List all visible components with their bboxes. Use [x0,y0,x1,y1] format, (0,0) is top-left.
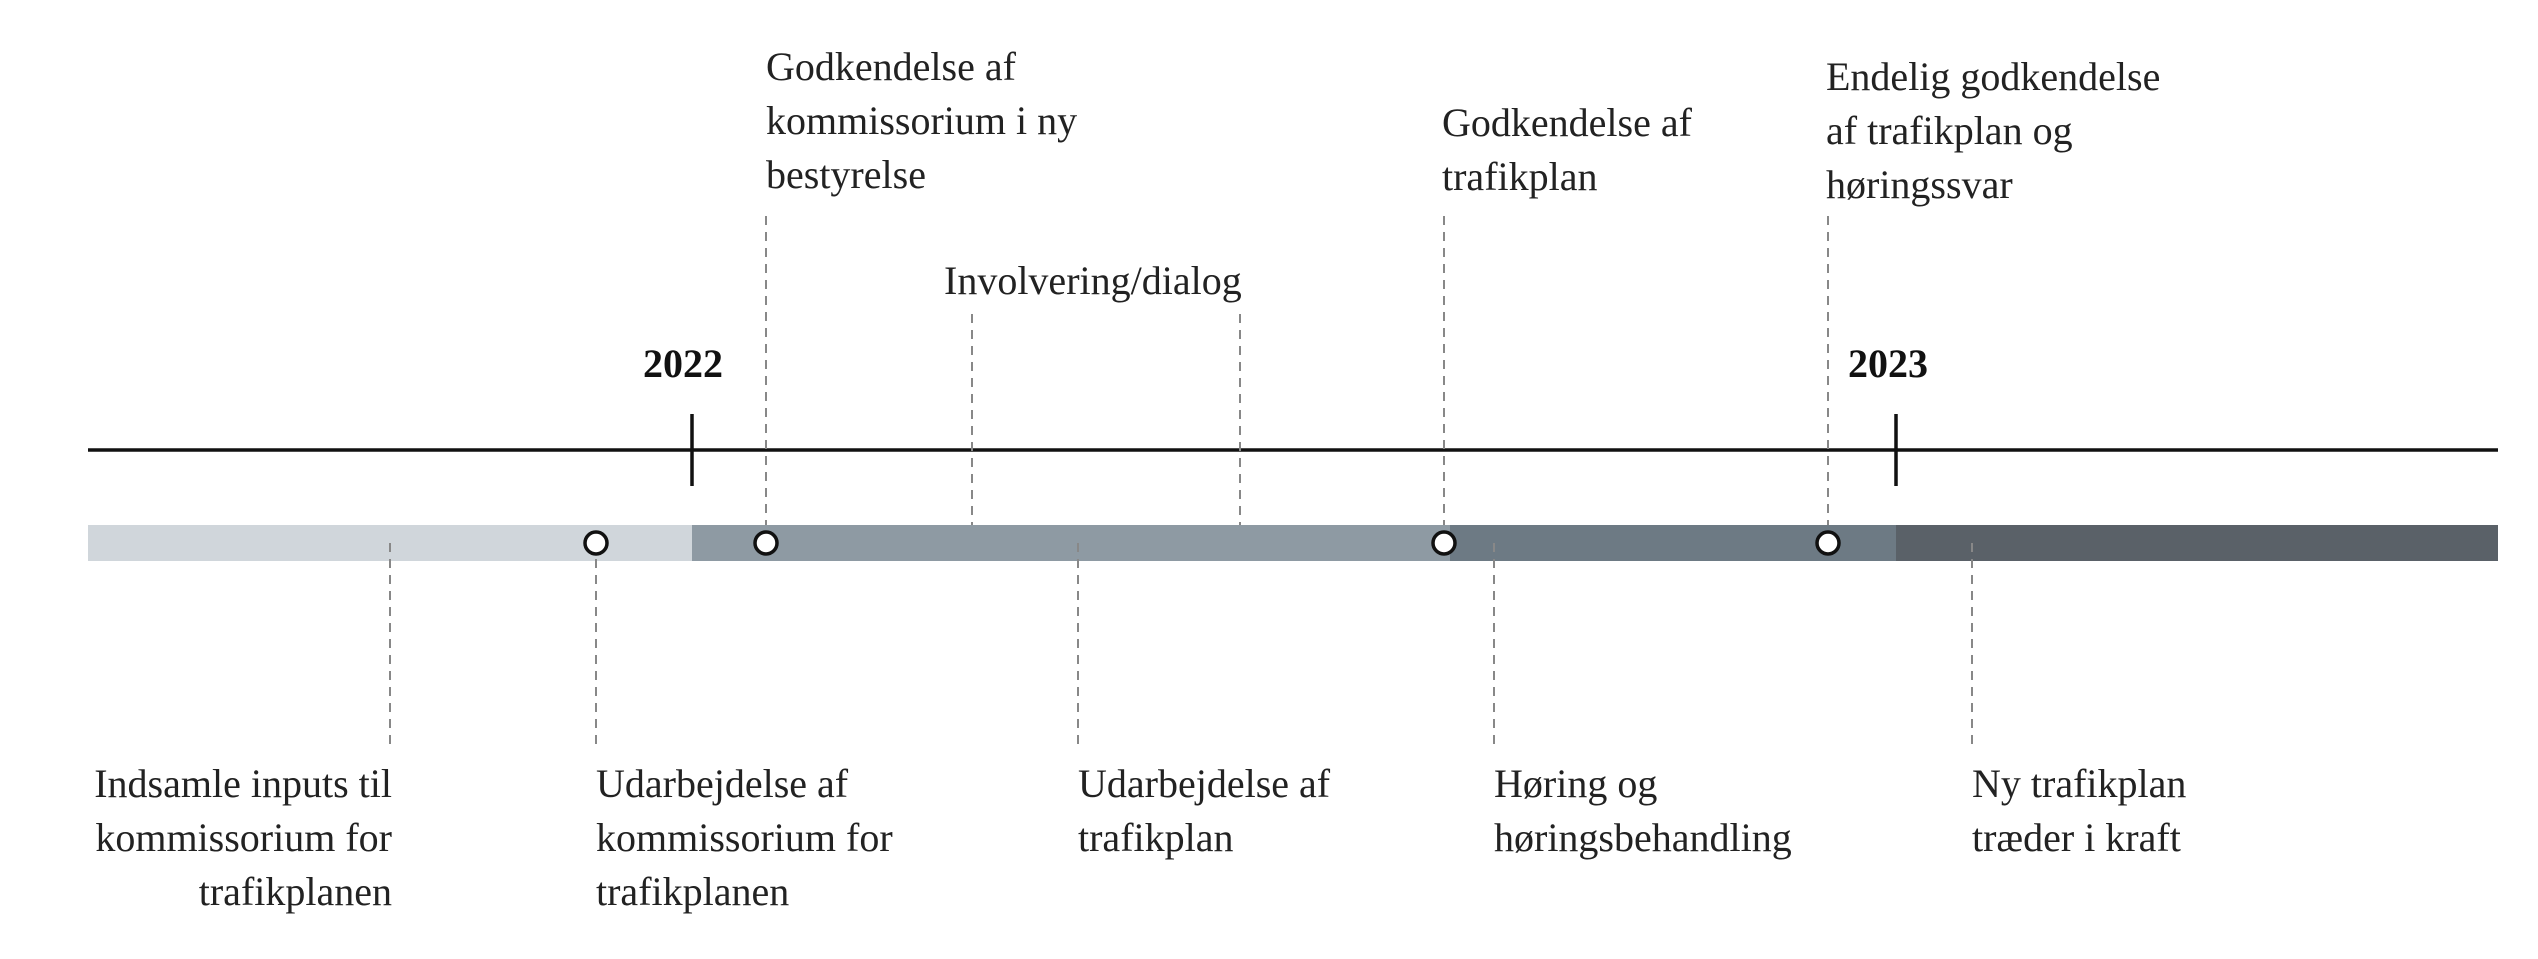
year-label-2022: 2022 [643,341,723,386]
milestone-label-trafikplan-godkendelse: Godkendelse af trafikplan [1442,100,1692,199]
milestone-marker-1 [583,530,609,556]
milestone-marker-4 [1815,530,1841,556]
year-label-2023: 2023 [1848,341,1928,386]
phase-label-ny-trafikplan: Ny trafikplan træder i kraft [1972,761,2187,860]
milestone-marker-3 [1431,530,1457,556]
phase-label-udarbejdelse-trafikplan: Udarbejdelse af trafikplan [1078,761,1331,860]
milestone-marker-2 [753,530,779,556]
phase-label-hoering: Høring og høringsbehandling [1494,761,1792,860]
phase-bar-4 [1896,525,2498,561]
phase-label-indsamle: Indsamle inputs til kommissorium for tra… [94,761,392,914]
phase-label-involvering: Involvering/dialog [944,258,1242,303]
milestone-label-endelig-godkendelse: Endelig godkendelse af trafikplan og hør… [1826,54,2161,207]
phase-bar-2 [692,525,1450,561]
milestone-label-kommissorium-godkendelse: Godkendelse af kommissorium i ny bestyre… [766,44,1078,197]
phase-label-udarbejdelse-kommissorium: Udarbejdelse af kommissorium for trafikp… [596,761,893,914]
